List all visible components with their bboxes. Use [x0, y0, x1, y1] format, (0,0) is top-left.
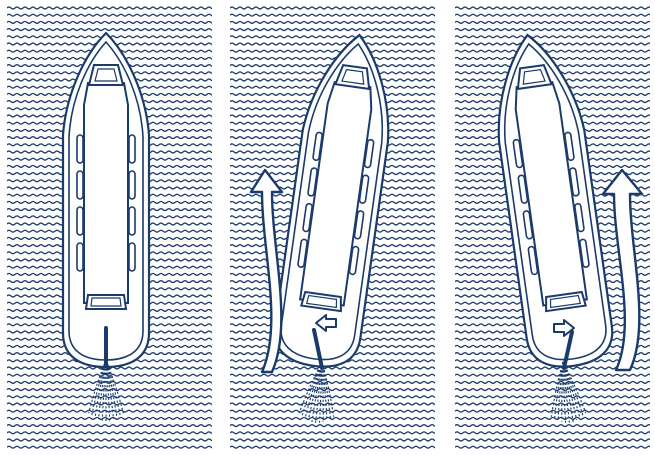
panel-straight [7, 6, 212, 449]
rudder-left [312, 328, 324, 370]
left-arrow-icon [315, 314, 337, 332]
boat [273, 33, 390, 368]
propeller-wash [298, 361, 335, 424]
propeller-wash [550, 361, 587, 424]
panel-turn-right [455, 6, 650, 449]
boat [497, 33, 614, 368]
rudder-right [562, 330, 574, 370]
boat [61, 31, 151, 369]
panel-turn-left [230, 6, 435, 449]
turn-arrow [249, 168, 284, 374]
turn-arrow [601, 168, 644, 372]
right-arrow-icon [553, 319, 575, 337]
